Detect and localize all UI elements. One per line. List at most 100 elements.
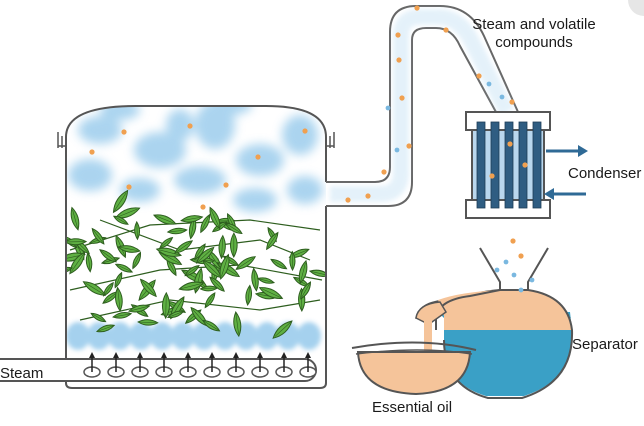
leaf	[114, 207, 141, 219]
water-droplet	[503, 259, 509, 265]
leaf	[251, 267, 259, 292]
leaf	[219, 253, 230, 280]
leaf	[114, 263, 134, 273]
arrow-up-icon	[281, 352, 287, 372]
oil-droplet	[223, 182, 229, 188]
vapor-cloud	[174, 166, 226, 194]
leaf	[114, 286, 123, 312]
leaf	[166, 227, 188, 235]
vapor-cloud	[208, 106, 252, 115]
vapor-cloud	[236, 144, 284, 176]
leaf	[266, 231, 279, 251]
plant-stem	[79, 299, 321, 321]
arrow-up-icon	[257, 352, 263, 372]
leaf	[96, 324, 116, 333]
oil-droplet	[509, 99, 515, 105]
condenser-tube	[476, 121, 486, 209]
oil-droplet	[302, 128, 308, 134]
steam-puff	[108, 322, 132, 350]
leaf	[139, 278, 157, 298]
steam-puff	[150, 322, 174, 350]
steam-puff	[213, 322, 237, 350]
leaf	[300, 281, 312, 300]
leaf	[137, 319, 159, 326]
essential-oil-bowl	[351, 341, 477, 396]
leaf	[82, 281, 107, 296]
label-essential-oil: Essential oil	[372, 399, 453, 416]
label-steam-and-volatile-compounds: Steam and volatile compounds	[470, 16, 598, 52]
leaf	[209, 206, 221, 230]
coolant-out-arrow-icon	[546, 145, 588, 157]
leaf	[308, 269, 326, 277]
leaf	[117, 245, 141, 253]
oil-droplet	[406, 143, 412, 149]
leaf	[159, 237, 174, 249]
leaf	[233, 310, 242, 338]
leaf	[112, 215, 129, 225]
leaf	[155, 247, 182, 257]
condenser-tube	[532, 121, 542, 209]
condenser-tube	[504, 121, 514, 209]
vapor-cloud	[282, 115, 318, 155]
oil-droplet	[522, 162, 528, 168]
steam-vapor-clouds	[68, 106, 323, 212]
plant-material-leaves	[66, 189, 326, 339]
leaf	[132, 251, 142, 270]
oil-droplet	[518, 253, 524, 259]
leaf	[195, 246, 215, 264]
leaf	[153, 214, 177, 225]
label-separator: Separator	[572, 336, 638, 353]
water-droplet	[394, 147, 400, 153]
leaf	[199, 285, 219, 292]
leaf	[257, 277, 275, 284]
label-condenser: Condenser	[568, 165, 642, 182]
plant-stem	[69, 219, 321, 251]
leaf	[218, 234, 226, 260]
leaf	[102, 281, 114, 297]
leaf	[127, 304, 151, 313]
oil-droplet	[89, 149, 95, 155]
oil-droplet	[399, 95, 405, 101]
oil-droplet	[476, 73, 482, 79]
leaf	[200, 213, 211, 234]
water-droplet	[518, 287, 524, 293]
water-droplet	[529, 277, 535, 283]
steam-puff	[297, 322, 321, 350]
leaf	[66, 266, 74, 274]
leaf	[70, 206, 80, 231]
oil-droplet	[507, 141, 513, 147]
leaf	[209, 276, 225, 292]
oil-droplet	[381, 169, 387, 175]
leaf	[161, 291, 171, 320]
steam-puff	[171, 322, 195, 350]
arrow-up-icon	[233, 352, 239, 372]
arrow-up-icon	[305, 352, 311, 372]
oil-droplet	[396, 57, 402, 63]
leaf	[258, 287, 284, 299]
oil-droplet	[395, 32, 401, 38]
leaf	[224, 222, 243, 235]
coolant-in-arrow-icon	[544, 188, 586, 200]
leaf	[270, 258, 288, 270]
leaf	[180, 215, 204, 223]
oil-droplet	[510, 238, 516, 244]
oil-droplet	[126, 184, 132, 190]
distillation-vessel	[57, 105, 335, 389]
leaf	[289, 250, 296, 272]
oil-droplet	[121, 129, 127, 135]
vapor-cloud	[78, 116, 122, 144]
arrow-up-icon	[209, 352, 215, 372]
leaf	[85, 251, 93, 273]
vapor-pipe	[326, 5, 519, 207]
label-line-1: Steam and volatile	[472, 16, 596, 33]
vapor-droplets	[89, 5, 535, 293]
label-steam: Steam	[0, 365, 44, 382]
steam-puff	[255, 322, 279, 350]
leaf	[245, 284, 253, 306]
oil-droplet	[365, 193, 371, 199]
oil-droplet	[200, 204, 206, 210]
leaf	[166, 310, 185, 319]
leaf	[184, 265, 200, 277]
oil-droplet	[187, 123, 193, 129]
